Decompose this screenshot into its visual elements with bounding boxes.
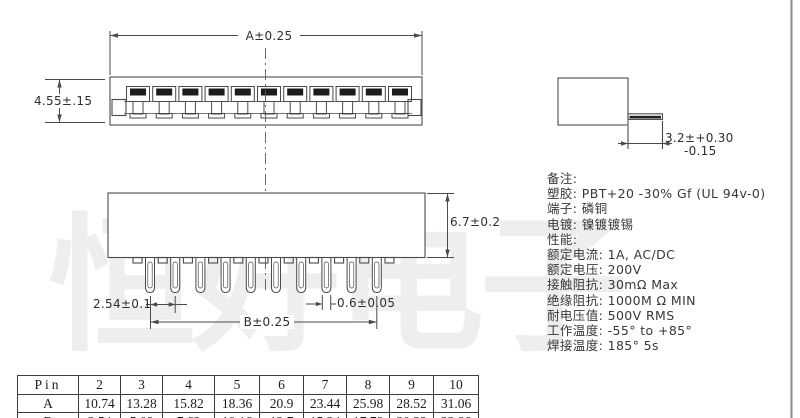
table-cell: 28.52 — [389, 394, 434, 413]
dim-overall-width-label: A±0.25 — [238, 29, 300, 43]
table-cell: 10.16 — [214, 412, 260, 418]
dim-pin-width-label: 0.6±0.05 — [337, 296, 396, 310]
table-cell: 20.32 — [389, 412, 434, 418]
table-cell: 5.08 — [120, 412, 163, 418]
header-cell: 9 — [389, 375, 434, 395]
table-cell: 15.24 — [303, 412, 347, 418]
pin-dimension-table: Pin 2 3 4 5 6 7 8 9 10 A 10.74 13.28 15.… — [17, 375, 479, 418]
spec-line: 焊接温度: 185° 5s — [547, 338, 659, 354]
table-cell: 17.78 — [346, 412, 390, 418]
arrow — [621, 141, 628, 146]
arrow — [168, 302, 176, 307]
header-cell: 7 — [303, 375, 347, 395]
table-header-row: Pin 2 3 4 5 6 7 8 9 10 — [17, 375, 479, 395]
dim-tab-depth-label-line1: 3.2±+0.30 — [665, 131, 734, 145]
arrow — [662, 141, 670, 146]
dim-body-height-front-label: 6.7±0.2 — [450, 215, 501, 229]
side-view — [557, 77, 672, 149]
dim-pin-span-label: B±0.25 — [240, 315, 294, 329]
table-cell: 10.74 — [78, 394, 121, 413]
dim-tab-depth-label-line2: -0.15 — [684, 144, 717, 158]
row-label: B — [17, 412, 79, 418]
spec-line: 端子: 磷铜 — [547, 201, 608, 217]
spec-line: 工作温度: -55° to +85° — [547, 323, 693, 339]
table-cell: 13.28 — [120, 394, 163, 413]
spec-line: 性能: — [547, 231, 578, 247]
header-cell: 4 — [162, 375, 215, 395]
table-cell: 20.9 — [259, 394, 304, 413]
header-cell: 10 — [433, 375, 479, 395]
arrow — [414, 33, 422, 38]
header-cell: 3 — [120, 375, 163, 395]
dim-pin-pitch-label: 2.54±0.1 — [93, 297, 152, 311]
table-row: A 10.74 13.28 15.82 18.36 20.9 23.44 25.… — [17, 394, 479, 413]
spec-line: 接触阻抗: 30mΩ Max — [547, 277, 679, 293]
spec-line: 电镀: 镍镀镀锡 — [547, 216, 634, 232]
spec-notes: 备注: 塑胶: PBT+20 -30% Gf (UL 94v-0) 端子: 磷铜… — [547, 171, 766, 353]
arrow — [150, 302, 157, 307]
arrow — [315, 301, 323, 307]
table-cell: 22.86 — [433, 412, 479, 418]
table-row-clipped: B 2.54 5.08 7.62 10.16 12.7 15.24 17.78 … — [17, 412, 479, 418]
dim-67-lines — [427, 193, 454, 258]
arrow — [57, 79, 62, 88]
table-cell: 18.36 — [214, 394, 260, 413]
row-label: A — [17, 394, 79, 413]
spec-line: 备注: — [547, 171, 578, 186]
spec-line: 额定电流: 1A, AC/DC — [547, 247, 676, 263]
header-cell: 2 — [78, 375, 121, 395]
dim-body-height-top-label: 4.55±.15 — [31, 94, 93, 108]
dim-06-lines — [306, 295, 336, 310]
table-cell: 31.06 — [433, 394, 479, 413]
header-cell: 5 — [214, 375, 260, 395]
spec-line: 绝缘阻抗: 1000M Ω MIN — [547, 292, 696, 308]
spec-line: 塑胶: PBT+20 -30% Gf (UL 94v-0) — [547, 186, 766, 202]
header-cell: 8 — [346, 375, 390, 395]
arrow — [110, 33, 118, 38]
spec-line: 耐电压值: 500V RMS — [547, 307, 675, 323]
header-cell: Pin — [17, 375, 79, 395]
arrow — [445, 193, 450, 202]
table-cell: 2.54 — [78, 412, 121, 418]
spec-line: 额定电压: 200V — [547, 262, 642, 278]
table-cell: 7.62 — [162, 412, 215, 418]
table-cell: 12.7 — [259, 412, 304, 418]
arrow — [150, 319, 159, 325]
arrow — [57, 114, 62, 123]
header-cell: 6 — [259, 375, 304, 395]
table-cell: 23.44 — [303, 394, 347, 413]
arrow — [445, 249, 450, 258]
front-view-pins — [145, 258, 382, 294]
front-view — [107, 192, 426, 264]
table-cell: 25.98 — [346, 394, 390, 413]
arrow — [368, 319, 377, 325]
table-cell: 15.82 — [162, 394, 215, 413]
